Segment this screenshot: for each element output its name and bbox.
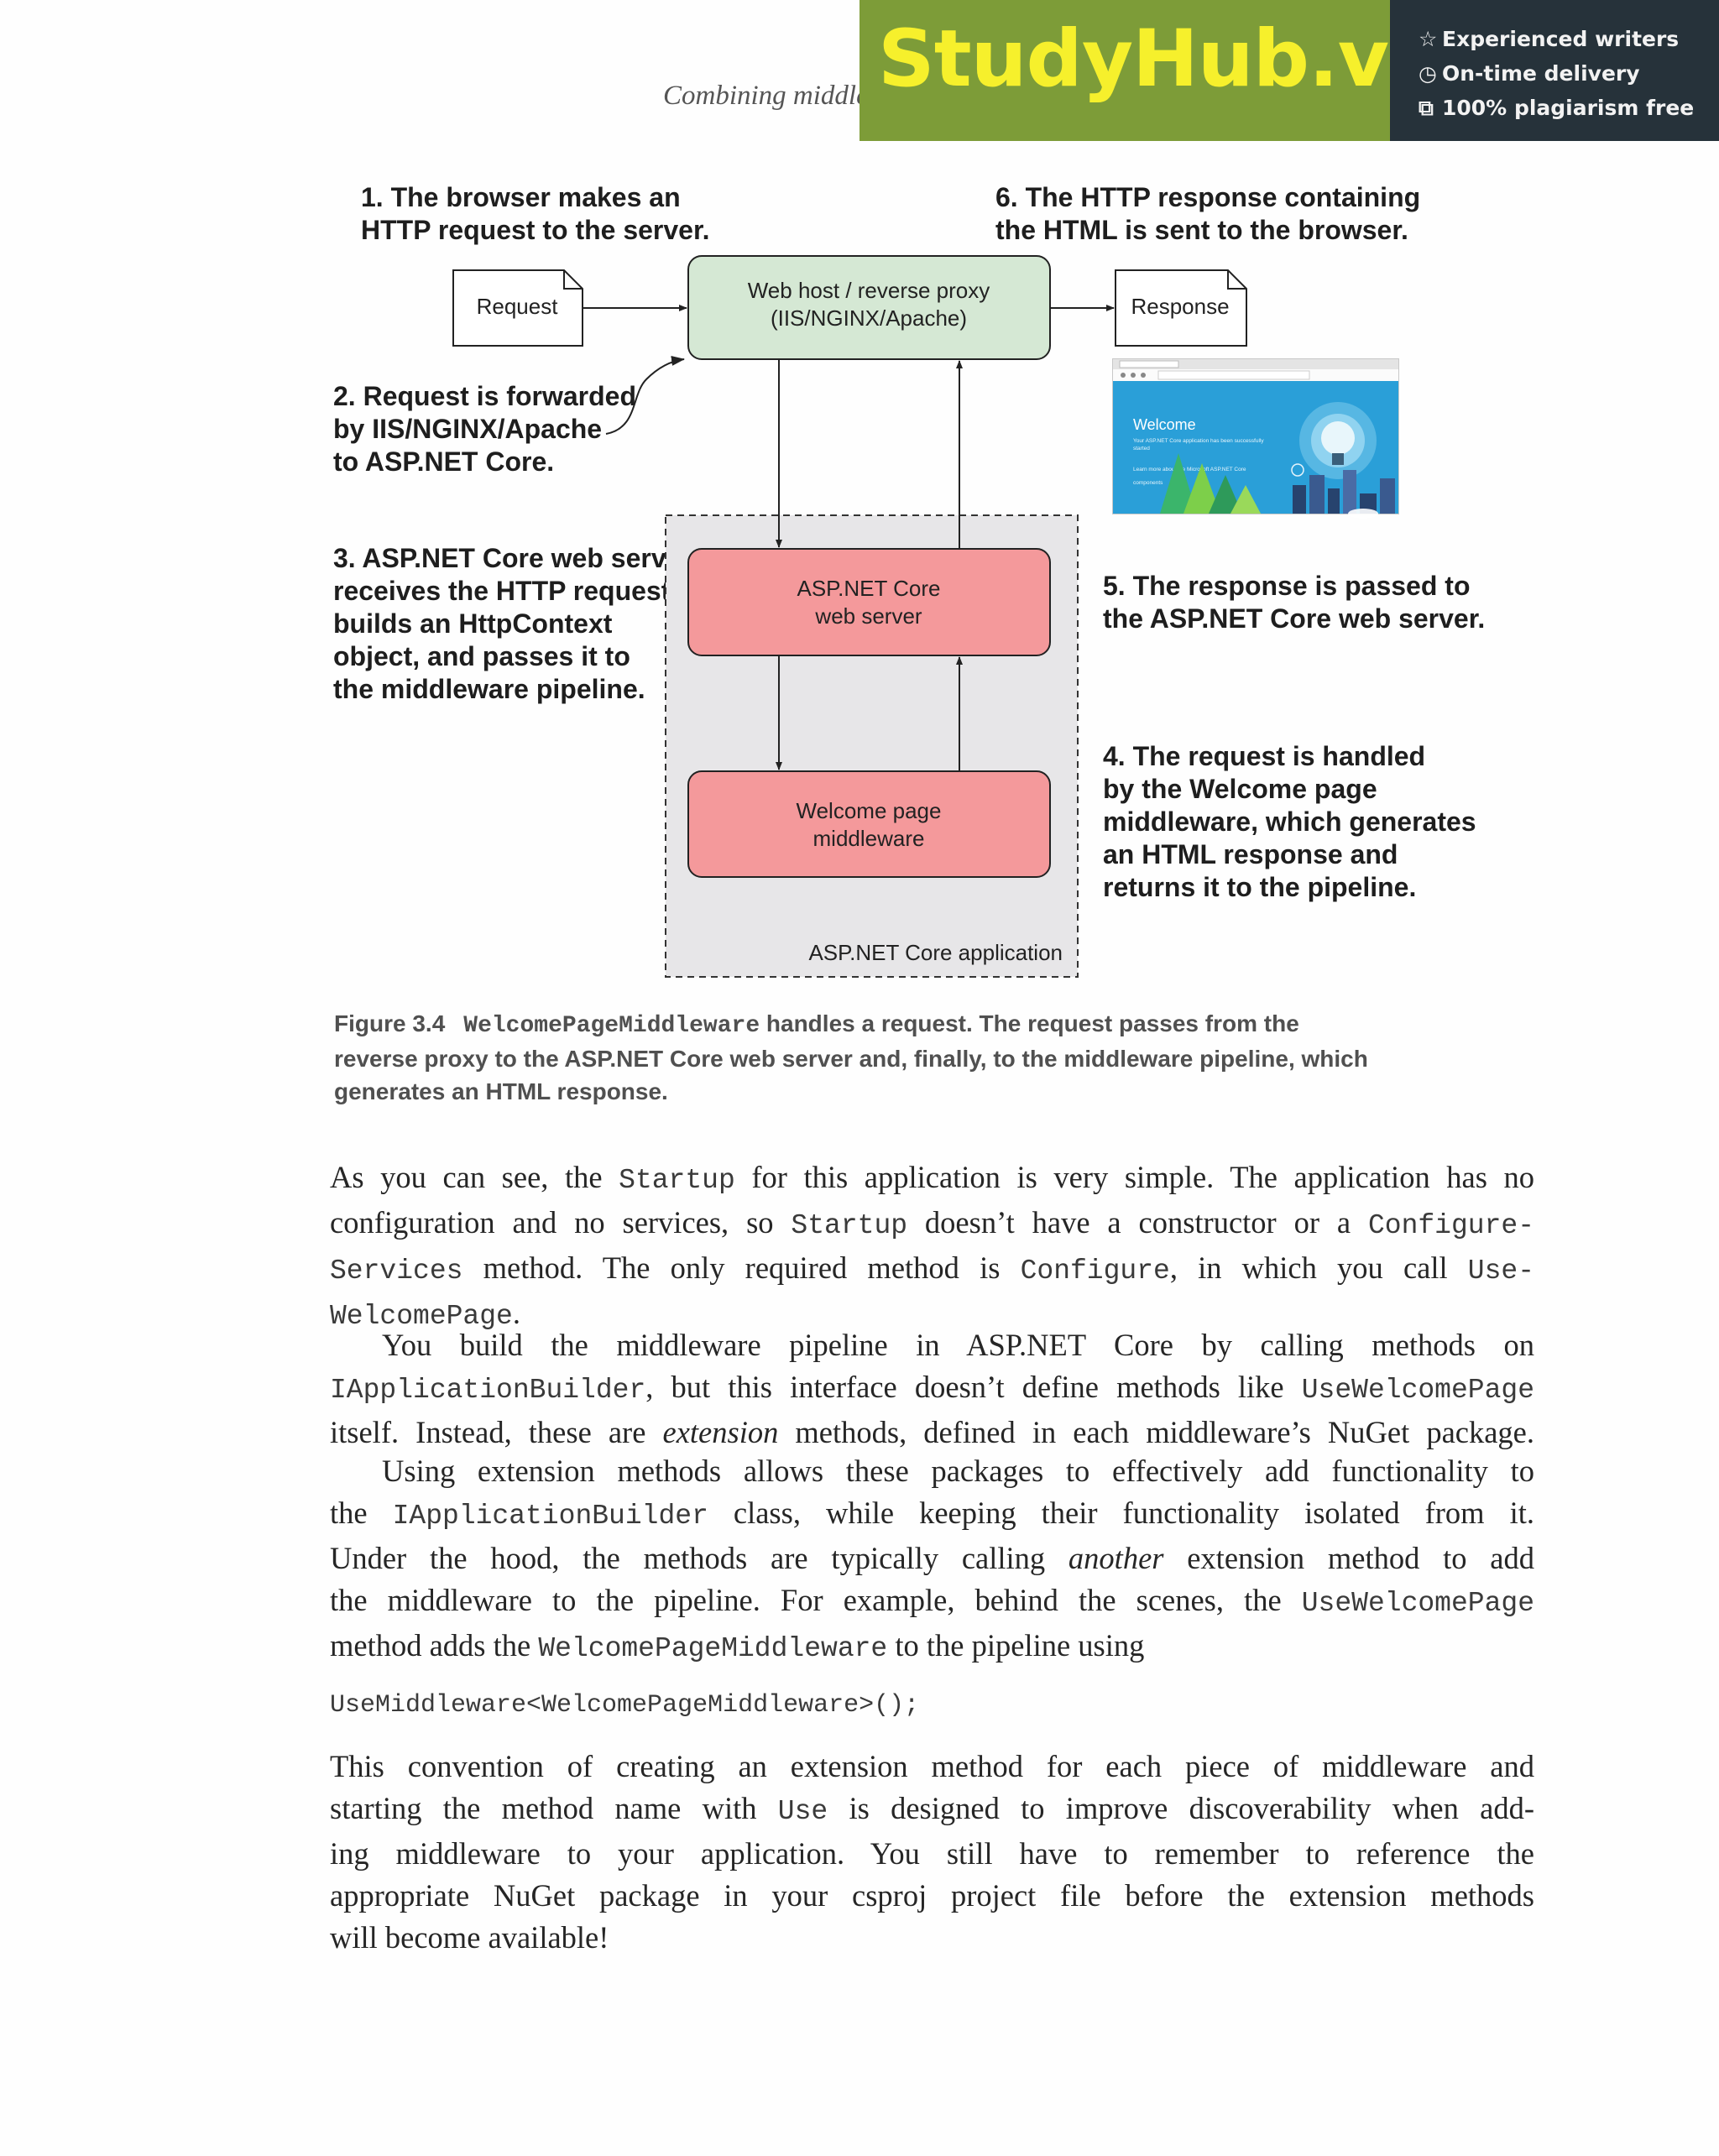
response-label: Response <box>1131 294 1229 319</box>
feature-item: ⧉ 100% plagiarism free <box>1419 91 1694 125</box>
brand-logo[interactable]: StudyHub.vip <box>878 13 1471 105</box>
paragraph-3: Using extension methods allows these pac… <box>330 1454 1534 1664</box>
annotation-step-2: 2. Request is forwarded by IIS/NGINX/Apa… <box>333 381 636 477</box>
web-server-sublabel: web server <box>814 603 922 629</box>
feature-text: On-time delivery <box>1442 61 1640 86</box>
code-snippet: UseMiddleware<WelcomePageMiddleware>(); <box>330 1691 920 1720</box>
clock-icon: ◷ <box>1419 61 1437 86</box>
banner-brand-panel: StudyHub.vip <box>860 0 1471 141</box>
request-label: Request <box>477 294 559 319</box>
caption-code: WelcomePageMiddleware <box>463 1013 760 1039</box>
middleware-diagram: ASP.NET Core application Request Respons… <box>452 255 1399 978</box>
feature-item: ◷On-time delivery <box>1419 56 1694 91</box>
feature-item: ☆Experienced writers <box>1419 22 1694 56</box>
paragraph-2: You build the middleware pipeline in ASP… <box>330 1328 1535 1449</box>
annotation-step-1: 1. The browser makes an HTTP request to … <box>361 182 710 245</box>
figure-label: Figure 3.4 <box>334 1010 446 1036</box>
annotation-step-6: 6. The HTTP response containing the HTML… <box>995 182 1421 245</box>
browser-thumbnail: Welcome Your ASP.NET Core application ha… <box>1112 358 1399 519</box>
welcome-middleware-box: Welcome page middleware <box>687 770 1051 878</box>
thumbnail-line-2: started <box>1133 446 1150 452</box>
annotation-step-3: 3. ASP.NET Core web server receives the … <box>333 543 692 704</box>
web-host-label: Web host / reverse proxy <box>748 278 990 303</box>
paragraph-1: As you can see, the Startup for this app… <box>330 1160 1535 1332</box>
ad-banner[interactable]: StudyHub.vip ☆Experienced writers ◷On-ti… <box>860 0 1719 141</box>
feature-text: 100% plagiarism free <box>1442 96 1695 120</box>
web-host-box: Web host / reverse proxy (IIS/NGINX/Apac… <box>687 255 1051 360</box>
web-server-box: ASP.NET Core web server <box>687 548 1051 656</box>
feature-text: Experienced writers <box>1442 27 1680 51</box>
web-server-label: ASP.NET Core <box>797 576 940 601</box>
annotation-step-5: 5. The response is passed to the ASP.NET… <box>1103 571 1486 634</box>
star-icon: ☆ <box>1419 27 1438 51</box>
thumbnail-welcome-title: Welcome <box>1133 416 1196 433</box>
lightbulb-icon <box>1321 421 1355 455</box>
thumbnail-line-1: Your ASP.NET Core application has been s… <box>1133 438 1264 444</box>
copy-icon: ⧉ <box>1419 96 1434 120</box>
thumbnail-line-3: Learn more about the Microsoft ASP.NET C… <box>1133 467 1246 472</box>
welcome-middleware-label: Welcome page <box>797 798 942 823</box>
web-host-sublabel: (IIS/NGINX/Apache) <box>771 305 967 331</box>
request-document: Request <box>452 269 583 347</box>
banner-features-panel: ☆Experienced writers ◷On-time delivery ⧉… <box>1390 0 1719 141</box>
welcome-middleware-sublabel: middleware <box>813 826 925 851</box>
annotation-2-pointer <box>605 356 685 435</box>
app-container-label: ASP.NET Core application <box>808 940 1063 965</box>
thumbnail-line-4: components <box>1133 480 1163 486</box>
feature-list: ☆Experienced writers ◷On-time delivery ⧉… <box>1419 22 1694 125</box>
paragraph-4: This convention of creating an extension… <box>330 1749 1534 1955</box>
response-document: Response <box>1115 269 1247 347</box>
annotation-step-4: 4. The request is handled by the Welcome… <box>1103 741 1476 902</box>
